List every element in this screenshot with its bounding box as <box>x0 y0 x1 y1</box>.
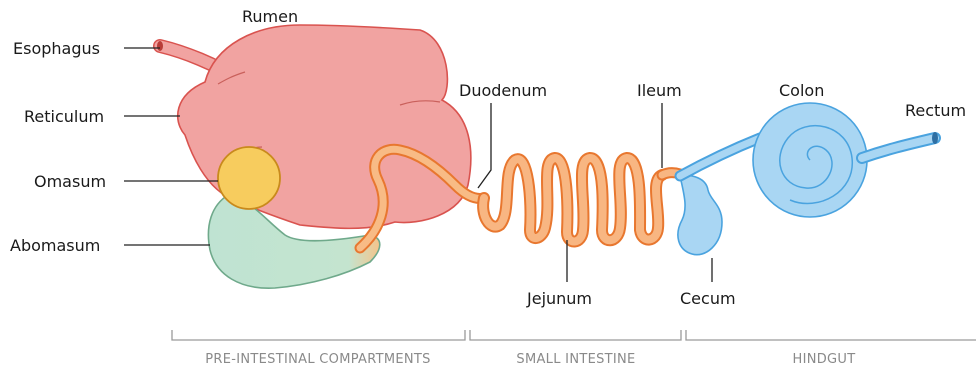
small-intestine-organ <box>483 158 680 242</box>
hindgut-organ <box>678 103 938 255</box>
omasum-organ <box>218 147 280 209</box>
cecum-organ <box>678 176 722 255</box>
rumen-label: Rumen <box>242 7 298 26</box>
abomasum-label: Abomasum <box>10 236 100 255</box>
pre-intestinal-section-label: PRE-INTESTINAL COMPARTMENTS <box>205 352 430 367</box>
reticulum-label: Reticulum <box>24 107 104 126</box>
cecum-label: Cecum <box>680 289 736 308</box>
rectum-label: Rectum <box>905 101 966 120</box>
hindgut-section-label: HINDGUT <box>793 352 856 367</box>
colon-label: Colon <box>779 81 824 100</box>
small-intestine-section-label: SMALL INTESTINE <box>516 352 635 367</box>
duodenum-label: Duodenum <box>459 81 547 100</box>
small-intestine-bracket <box>470 330 681 340</box>
jejunum-label: Jejunum <box>526 289 592 308</box>
pre-intestinal-bracket <box>172 330 465 340</box>
omasum-label: Omasum <box>34 172 106 191</box>
esophagus-label: Esophagus <box>13 39 100 58</box>
ileum-label: Ileum <box>637 81 682 100</box>
hindgut-bracket <box>686 330 976 340</box>
rumen-organ <box>178 25 471 228</box>
duodenum-leader <box>478 103 491 188</box>
